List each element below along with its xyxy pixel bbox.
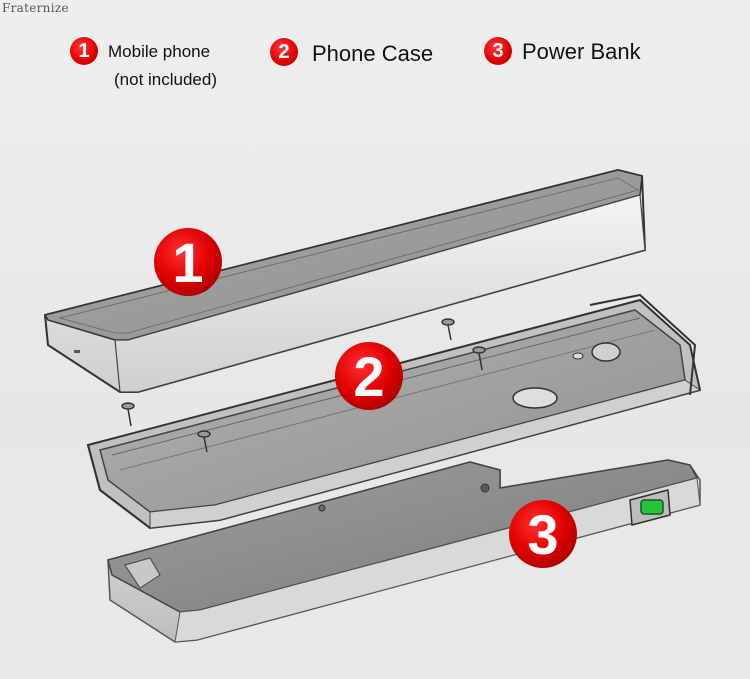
callout-number: 3 [527,503,558,566]
legend-sublabel: (not included) [114,70,218,89]
legend-number-badge: 2 [270,38,298,66]
mobile-phone-illustration [43,168,647,393]
callout-badge-1: 1 [154,228,222,296]
legend-number-badge: 3 [484,37,512,65]
callout-number: 2 [353,345,384,408]
legend-number-badge: 1 [70,37,98,65]
watermark-text: Fraternize [2,1,69,15]
callout-number: 1 [172,231,203,294]
legend-label: Mobile phone [108,42,211,61]
legend-item-phone-case: 2 Phone Case [270,38,433,70]
screw-icons [121,318,486,453]
callout-badge-2: 2 [335,342,403,410]
legend-label: Power Bank [522,39,641,64]
legend-label: Phone Case [312,41,434,66]
phone-case-illustration [86,293,702,530]
usb-port-green [640,499,664,515]
legend-item-mobile-phone: 1 Mobile phone (not included) [70,37,217,89]
callout-badge-3: 3 [509,500,577,568]
legend-item-power-bank: 3 Power Bank [484,37,641,67]
